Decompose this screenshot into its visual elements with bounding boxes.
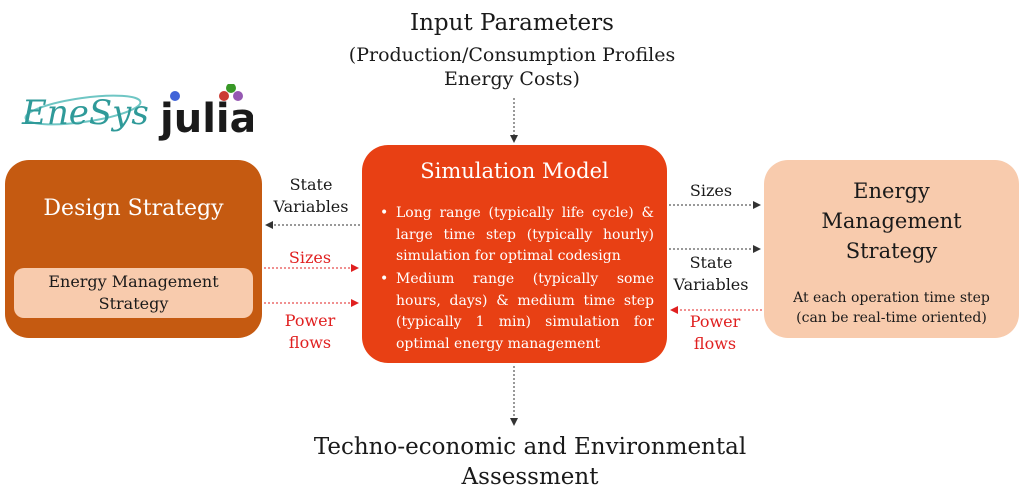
energy-management-strategy-title: Energy Management Strategy [764, 176, 1019, 266]
label-state-left-line2: Variables [273, 197, 349, 216]
label-sizes-right: Sizes [689, 181, 733, 200]
label-state-right-line2: Variables [673, 275, 749, 294]
inner-energy-management-line2: Strategy [98, 294, 169, 313]
label-state-variables-left: State Variables [262, 174, 360, 218]
label-power-right-line2: flows [693, 334, 737, 353]
label-sizes-left: Sizes [288, 248, 332, 267]
simulation-model-title: Simulation Model [420, 159, 609, 183]
label-state-right-line1: State [689, 253, 733, 272]
output-assessment: Techno-economic and Environmental Assess… [300, 432, 760, 492]
ems-title-line2: Management [821, 209, 962, 233]
enesys-logo: EneSys [21, 93, 148, 133]
input-parameters-line1: (Production/Consumption Profiles [348, 44, 676, 66]
label-state-left-line1: State [289, 175, 333, 194]
simulation-bullet-energy-management: Medium range (typically some hours, days… [376, 269, 654, 355]
ems-note-line2: (can be real-time oriented) [796, 310, 987, 326]
input-parameters-line2: Energy Costs) [444, 68, 580, 90]
label-power-flows-right: Power flows [672, 311, 758, 355]
julia-logo: julia [158, 84, 253, 142]
simulation-bullet-codesign: Long range (typically life cycle) & larg… [376, 203, 654, 268]
inner-energy-management-line1: Energy Management [48, 272, 219, 291]
ems-title-line3: Strategy [845, 239, 938, 263]
label-power-flows-left: Power flows [270, 310, 350, 354]
julia-logo-text: julia [158, 96, 253, 142]
label-state-variables-right: State Variables [666, 252, 756, 296]
output-line2: Assessment [461, 464, 599, 490]
label-power-right-line1: Power [689, 312, 741, 331]
output-line1: Techno-economic and Environmental [313, 434, 747, 460]
label-power-left-line1: Power [284, 311, 336, 330]
design-strategy-box: Design Strategy Energy Management Strate… [5, 160, 262, 338]
energy-management-strategy-box: Energy Management Strategy At each opera… [764, 160, 1019, 338]
energy-management-note: At each operation time step (can be real… [764, 288, 1019, 328]
design-strategy-title: Design Strategy [43, 196, 224, 221]
inner-energy-management-box: Energy Management Strategy [14, 268, 253, 318]
input-parameters-title: Input Parameters [410, 10, 614, 36]
ems-title-line1: Energy [853, 179, 930, 203]
simulation-model-box: Simulation Model Long range (typically l… [362, 145, 667, 363]
ems-note-line1: At each operation time step [793, 290, 990, 306]
enesys-logo-text: EneSys [21, 93, 148, 133]
label-power-left-line2: flows [288, 333, 332, 352]
